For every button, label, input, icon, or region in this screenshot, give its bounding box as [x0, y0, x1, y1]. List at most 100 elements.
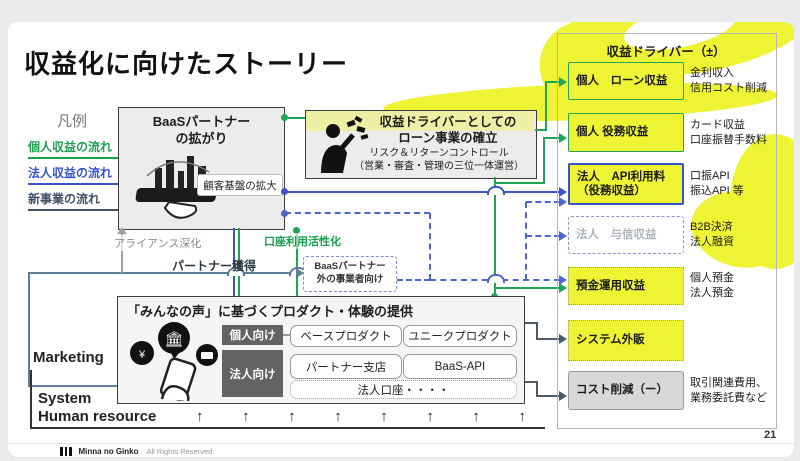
desc-line: 法人預金 — [690, 287, 734, 299]
baas-box-title-line1: BaaSパートナー — [152, 114, 251, 129]
flow-dashed-external — [397, 279, 430, 281]
product-partner-branch: パートナー支店 — [290, 354, 402, 379]
arrow-cost-reduction — [559, 391, 567, 401]
line-hop — [487, 186, 505, 195]
baas-partner-box: BaaSパートナー の拡がり 顧客基盤の拡大 — [118, 107, 285, 230]
axis-system: System — [38, 390, 92, 407]
loan-box-sub-line2: （営業・審査・管理の三位一体運営） — [354, 161, 524, 172]
driver-item-cost-reduction: コスト削減（ー） — [568, 371, 684, 410]
arrow-external-box — [296, 268, 304, 278]
flow-baas-to-api — [285, 191, 560, 193]
yellow-decoration-layer — [8, 22, 794, 457]
baas-external-box: BaaSパートナー 外の事業者向け — [303, 256, 397, 292]
baas-external-line2: 外の事業者向け — [316, 274, 384, 285]
account-activation-label: 口座利用活性化 — [264, 233, 341, 249]
logo-bar — [60, 447, 63, 456]
up-arrow: ↑ — [242, 408, 250, 425]
partner-path-top — [28, 272, 298, 274]
arrow-api-dashed — [559, 197, 567, 207]
arrow-deposit-dashed — [559, 275, 567, 285]
driver-label: コスト削減（ー） — [576, 384, 668, 397]
up-arrow: ↑ — [196, 408, 204, 425]
desc-line: B2B決済 — [690, 221, 733, 234]
junction-dot — [281, 210, 288, 217]
flow-to-item2 — [543, 137, 561, 139]
up-arrow: ↑ — [288, 408, 296, 425]
flow-dashed-baas — [285, 212, 430, 214]
customer-base-badge: 顧客基盤の拡大 — [197, 174, 283, 196]
product-baas-api: BaaS-API — [403, 354, 517, 379]
logo-bar — [64, 447, 67, 456]
arrow-personal-loan — [559, 77, 567, 87]
driver-label: システム外販 — [576, 334, 645, 347]
product-unique: ユニークプロダクト — [403, 325, 517, 347]
flow-newbiz-2 — [536, 395, 560, 397]
flow-dashed-up — [525, 202, 527, 280]
junction-dot — [281, 114, 288, 121]
desc-line: 口振API — [690, 170, 730, 183]
legend-item-personal: 個人収益の流れ — [28, 138, 140, 159]
flow-dashed-credit — [526, 235, 560, 237]
svg-text:🏛: 🏛 — [164, 331, 183, 348]
desc-line: 業務委託費など — [690, 391, 767, 404]
arrow-deposit-green — [559, 283, 567, 293]
footer-divider — [8, 443, 794, 444]
baas-box-title-line2: の拡がり — [175, 130, 228, 146]
axis-bracket — [30, 370, 32, 428]
flow-newbiz-1 — [523, 322, 538, 324]
driver-item-deposit: 預金運用収益 — [568, 267, 684, 305]
axis-baseline — [30, 427, 545, 429]
driver-item-corporate-api: 法人 API利用料 （役務収益） — [568, 163, 684, 205]
driver-desc: 口振API 振込API 等 — [690, 163, 744, 205]
product-corporate-account: 法人口座・・・・ — [290, 380, 517, 399]
driver-label: 法人 API利用料 — [577, 170, 666, 183]
flow-dashed-down — [429, 213, 431, 280]
driver-panel-title: 収益ドライバー（±） — [606, 45, 726, 59]
corporate-label: 法人向け — [222, 350, 283, 397]
flow-loan-to-item1 — [545, 81, 547, 131]
junction-dot — [281, 188, 288, 195]
flow-loan-to-item1 — [535, 129, 547, 131]
desc-line: 振込API 等 — [690, 185, 744, 197]
connector — [283, 334, 290, 336]
partner-acquisition-label: パートナー獲得 — [172, 259, 257, 273]
driver-item-personal-service: 個人 役務収益 — [568, 113, 684, 152]
loan-box-title-line2: ローン事業の確立 — [398, 130, 498, 145]
desc-line: 個人預金 — [690, 272, 734, 285]
alliance-arrow-up — [117, 227, 127, 234]
arrow-api-solid — [559, 187, 567, 197]
driver-label: 個人 ローン収益 — [576, 74, 668, 87]
flow-to-deposit — [494, 287, 561, 289]
desc-line: 金利収入 — [690, 67, 734, 80]
line-hop — [227, 267, 245, 276]
up-arrow: ↑ — [472, 408, 480, 425]
arrow-credit-dashed — [559, 231, 567, 241]
axis-human-resource: Human resource — [38, 408, 157, 425]
flow-baas-down-blue — [233, 228, 235, 325]
person-money-illustration — [321, 115, 369, 173]
driver-desc: 取引関連費用、 業務委託費など — [690, 371, 767, 410]
flow-baas-down-green — [238, 228, 240, 325]
driver-desc: B2B決済 法人融資 — [690, 216, 734, 254]
up-arrow: ↑ — [426, 408, 434, 425]
logo-bar — [69, 447, 72, 456]
up-arrow: ↑ — [518, 408, 526, 425]
junction-dot — [293, 227, 300, 234]
brand-name: Minna no Ginko — [78, 447, 139, 456]
rights-text: All Rights Reserved. — [146, 447, 215, 456]
flow-newbiz-1 — [536, 338, 560, 340]
svg-text:¥: ¥ — [138, 349, 146, 361]
driver-item-corporate-credit: 法人 与信収益 — [568, 216, 684, 254]
driver-label: （役務収益） — [577, 185, 646, 197]
arrow-personal-service — [559, 133, 567, 143]
legend-title: 凡例 — [57, 113, 88, 130]
loan-box-sub-line1: リスク＆リターンコントロール — [369, 148, 509, 159]
page-number: 21 — [764, 429, 777, 441]
driver-desc: 個人預金 法人預金 — [690, 267, 734, 305]
driver-item-system-sales: システム外販 — [568, 320, 684, 361]
flow-newbiz-2 — [536, 381, 538, 397]
flow-account-activation — [494, 177, 496, 325]
desc-line: 口座振替手数料 — [690, 133, 767, 146]
flow-newbiz-1 — [536, 322, 538, 340]
flow-activation-down — [296, 231, 298, 325]
